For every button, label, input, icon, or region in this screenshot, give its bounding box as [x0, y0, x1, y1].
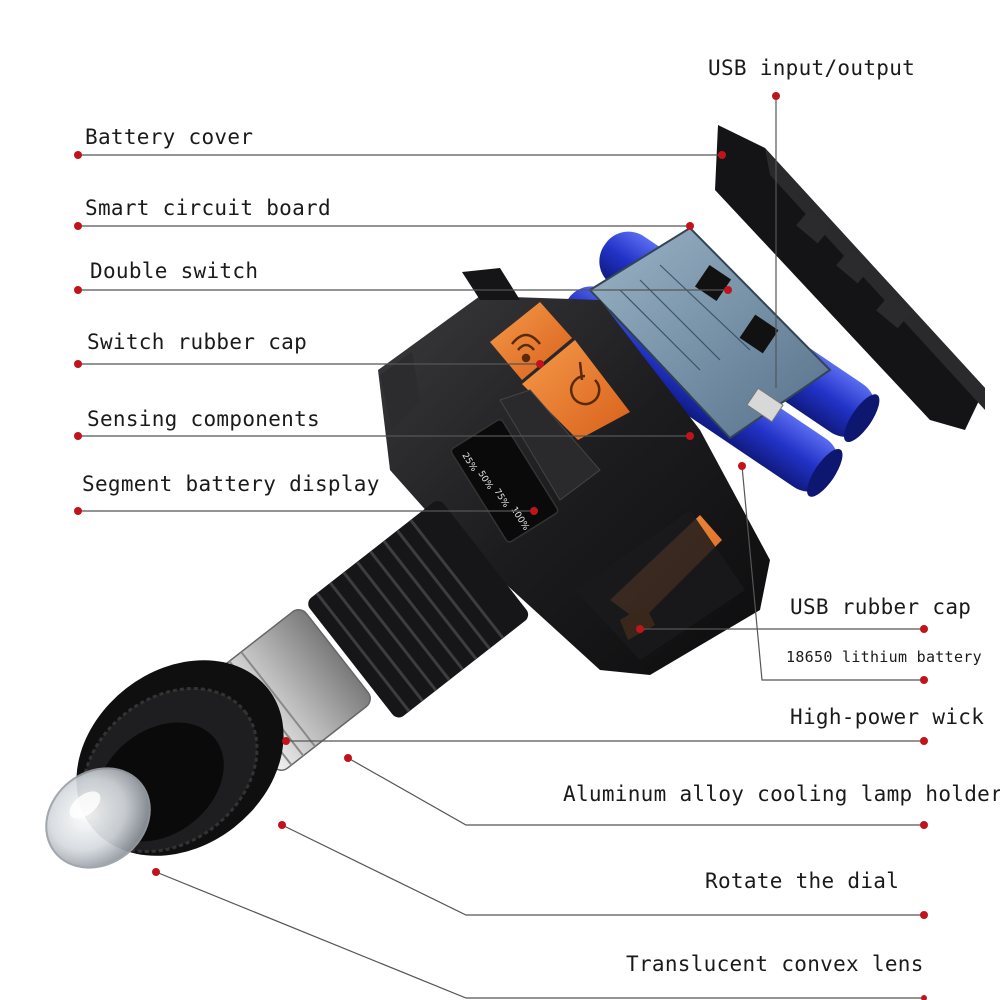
callout-switch-rubber-cap: Switch rubber cap — [87, 330, 308, 354]
leader-lines — [78, 96, 924, 999]
battery-cover — [715, 125, 985, 430]
wave-hand-icon — [511, 333, 541, 363]
callout-double-switch: Double switch — [90, 259, 259, 283]
power-icon — [569, 361, 601, 406]
callout-usb-input-output: USB input/output — [708, 56, 916, 80]
callout-18650-lithium-battery: 18650 lithium battery — [786, 648, 982, 666]
smart-circuit-board — [588, 226, 832, 440]
lamp-barrel — [308, 501, 529, 718]
callout-segment-battery-display: Segment battery display — [82, 472, 380, 496]
translucent-convex-lens — [45, 767, 151, 869]
callout-usb-rubber-cap: USB rubber cap — [790, 595, 972, 619]
callout-high-power-wick: High-power wick — [790, 705, 985, 729]
callout-aluminum-lamp-holder: Aluminum alloy cooling lamp holder — [563, 782, 1000, 806]
usb-rubber-cap — [575, 510, 745, 660]
switch-rubber-cap — [490, 302, 630, 440]
callout-battery-cover: Battery cover — [85, 125, 254, 149]
callout-rotate-the-dial: Rotate the dial — [705, 869, 900, 893]
marker-dots — [74, 92, 928, 1000]
callout-smart-circuit-board: Smart circuit board — [85, 196, 331, 220]
sensing-components — [499, 389, 601, 501]
callout-sensing-components: Sensing components — [87, 407, 320, 431]
callout-translucent-convex-lens: Translucent convex lens — [626, 952, 924, 976]
